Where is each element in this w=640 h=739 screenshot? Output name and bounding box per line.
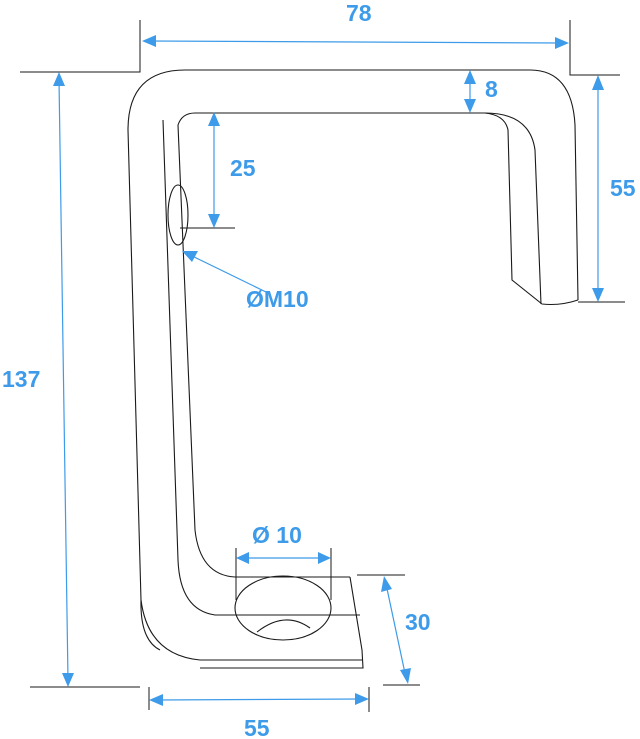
dim-thickness: 8 xyxy=(485,76,498,102)
dimension-lines xyxy=(53,35,604,706)
dim-base-width: 30 xyxy=(405,609,431,635)
dim-hole-offset-top: 25 xyxy=(230,155,256,181)
dim-overall-width: 78 xyxy=(346,0,372,26)
side-hole-label: ØM10 xyxy=(246,286,309,312)
diameter-symbol-icon: Ø xyxy=(252,522,270,548)
extension-lines xyxy=(20,20,625,712)
bracket-outline xyxy=(127,69,579,669)
diameter-symbol-icon: Ø xyxy=(246,286,264,312)
dim-hook-depth: 55 xyxy=(610,175,636,201)
dim-base-length: 55 xyxy=(244,715,270,739)
base-hole-label: Ø 10 xyxy=(252,522,302,548)
dim-overall-height: 137 xyxy=(2,366,41,392)
